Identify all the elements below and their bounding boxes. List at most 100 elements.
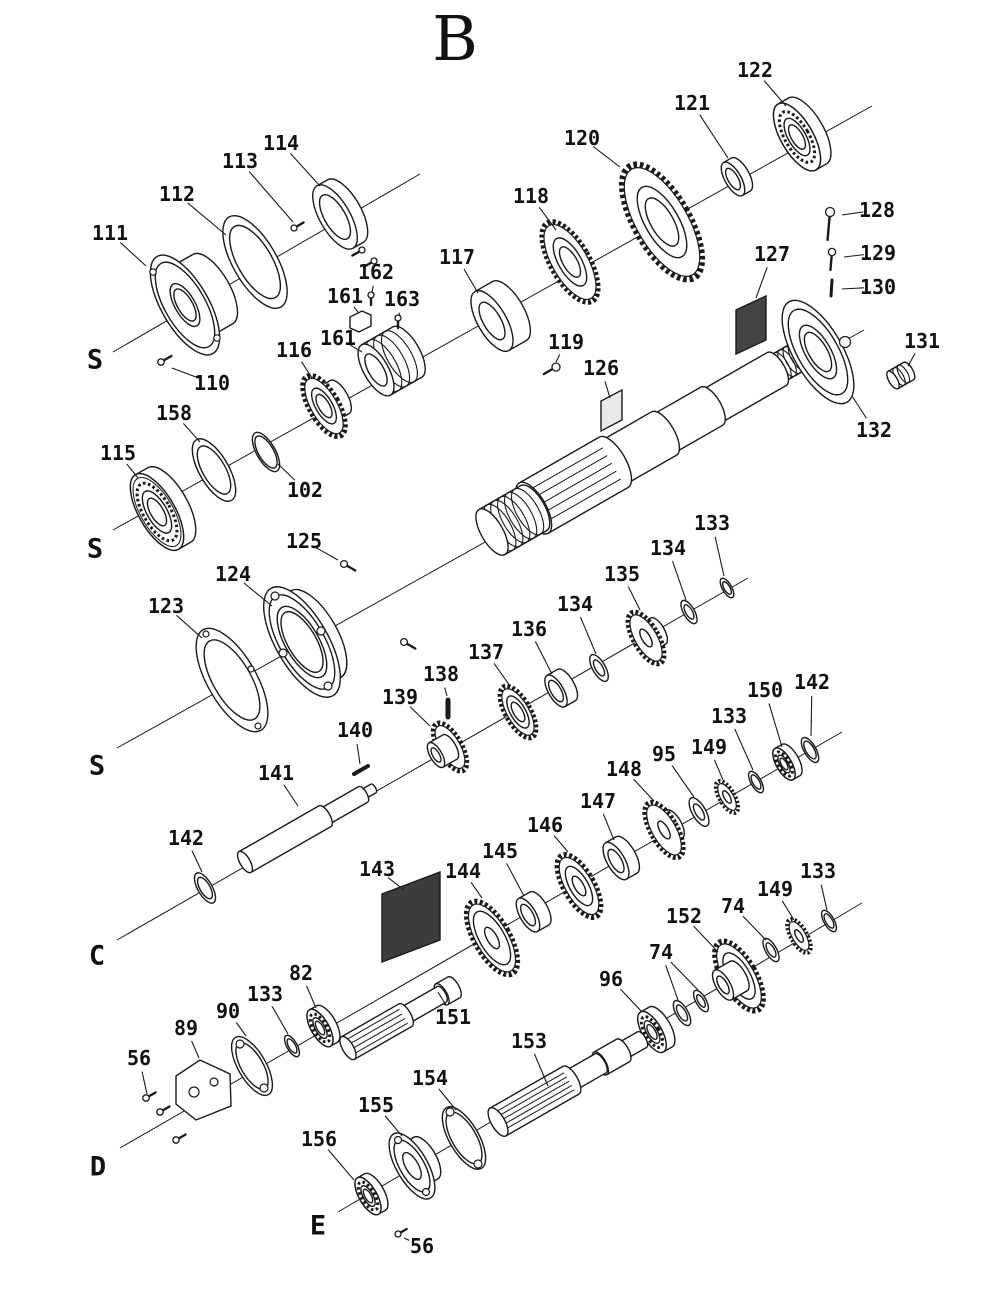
part-label-56: 56 (410, 1234, 434, 1258)
part-bearing-122 (772, 96, 832, 172)
part-label-155: 155 (358, 1093, 394, 1117)
part-bearing-96 (637, 1005, 676, 1054)
part-collar-117 (470, 280, 532, 352)
leader-line (438, 1088, 457, 1111)
leader-line (734, 728, 754, 771)
part-washer-74-a (672, 999, 692, 1027)
part-gear-148 (642, 799, 686, 861)
part-label-137: 137 (468, 640, 504, 664)
part-screw-56-a (142, 1091, 157, 1102)
part-label-140: 140 (337, 718, 373, 742)
part-label-141: 141 (258, 761, 294, 785)
leader-line (191, 1040, 200, 1059)
part-label-128: 128 (859, 198, 895, 222)
leader-line (553, 835, 569, 853)
leader-line (768, 703, 783, 748)
leader-line (810, 695, 813, 737)
part-label-96: 96 (599, 967, 623, 991)
leader-line (277, 463, 296, 481)
part-ring-nut-114 (312, 178, 369, 250)
leader-line (604, 381, 611, 399)
part-label-131: 131 (904, 329, 940, 353)
part-label-133: 133 (800, 859, 836, 883)
part-shaft-141-a (236, 804, 333, 874)
part-screw-162 (367, 291, 375, 307)
part-hole-124-d (278, 648, 288, 658)
part-housing-132-face (787, 308, 849, 396)
part-gear-149-a (713, 778, 741, 816)
part-label-153: 153 (511, 1029, 547, 1053)
part-label-89: 89 (174, 1016, 198, 1040)
part-label-138: 138 (423, 662, 459, 686)
part-ring-133-a (719, 577, 735, 599)
part-hole-111-b (213, 334, 221, 342)
leader-line (182, 423, 201, 443)
part-ring-112 (222, 214, 288, 310)
part-label-162: 162 (358, 260, 394, 284)
part-label-117: 117 (439, 245, 475, 269)
section-letter-D: D (90, 1152, 106, 1183)
part-label-95: 95 (652, 742, 676, 766)
part-screw-129 (827, 247, 837, 272)
part-gear-116 (300, 372, 348, 440)
leader-line (781, 900, 795, 921)
part-label-144: 144 (445, 859, 481, 883)
leader-line (191, 850, 203, 873)
part-hole-124-b (323, 681, 333, 691)
part-gasket-154-hole-b (473, 1159, 483, 1169)
part-bore-124-b (280, 611, 324, 673)
leader-line (713, 759, 724, 781)
part-wedge-127 (735, 294, 767, 356)
part-setscrew-114-a (351, 246, 366, 257)
part-label-136: 136 (511, 617, 547, 641)
leader-line (665, 965, 679, 1001)
part-hole-124-a (270, 591, 280, 601)
figure-title: B (432, 2, 478, 75)
leader-line (493, 663, 511, 687)
part-label-115: 115 (100, 441, 136, 465)
part-label-149: 149 (757, 877, 793, 901)
part-washer-74-b (692, 989, 710, 1013)
part-label-119: 119 (548, 330, 584, 354)
part-washer-134-a (589, 653, 609, 683)
part-cylinder-145 (515, 890, 552, 933)
part-housing-155-hole-a (393, 1135, 403, 1145)
part-gear-120 (618, 161, 706, 283)
part-shaft-151-a (339, 1002, 415, 1061)
part-housing-132-hole (838, 335, 852, 349)
part-ring-123 (195, 627, 269, 733)
part-ring-133-c (283, 1034, 301, 1058)
section-letter-S: S (87, 345, 103, 376)
part-label-120: 120 (564, 126, 600, 150)
part-spindle-seg4 (699, 351, 790, 424)
part-gasket-154-hole-a (445, 1107, 455, 1117)
leader-line (119, 242, 147, 267)
part-label-110: 110 (194, 371, 230, 395)
part-screw-110 (157, 354, 173, 366)
leader-line (763, 80, 787, 107)
part-label-127: 127 (754, 242, 790, 266)
leader-line (327, 1149, 355, 1181)
leader-line (171, 367, 200, 379)
leader-line (534, 641, 553, 675)
part-label-102: 102 (287, 478, 323, 502)
part-label-151: 151 (435, 1005, 471, 1029)
part-bore-124-a (276, 605, 328, 679)
part-ring-158 (191, 438, 237, 502)
leader-line (437, 991, 447, 1006)
part-label-149: 149 (691, 735, 727, 759)
section-letter-S: S (89, 751, 105, 782)
leader-line (627, 586, 641, 611)
part-key-126 (600, 388, 623, 433)
part-housing-155-bore (402, 1151, 422, 1181)
part-screw-119 (542, 362, 561, 376)
part-screw-125 (339, 559, 357, 572)
part-hole-111-a (149, 268, 157, 276)
part-gasket-154 (441, 1106, 487, 1170)
leader-line (851, 395, 867, 419)
part-ring-142-b (800, 736, 820, 764)
part-collar-152 (711, 960, 750, 1001)
part-label-123: 123 (148, 594, 184, 618)
leader-line (353, 306, 359, 313)
part-label-143: 143 (359, 857, 395, 881)
